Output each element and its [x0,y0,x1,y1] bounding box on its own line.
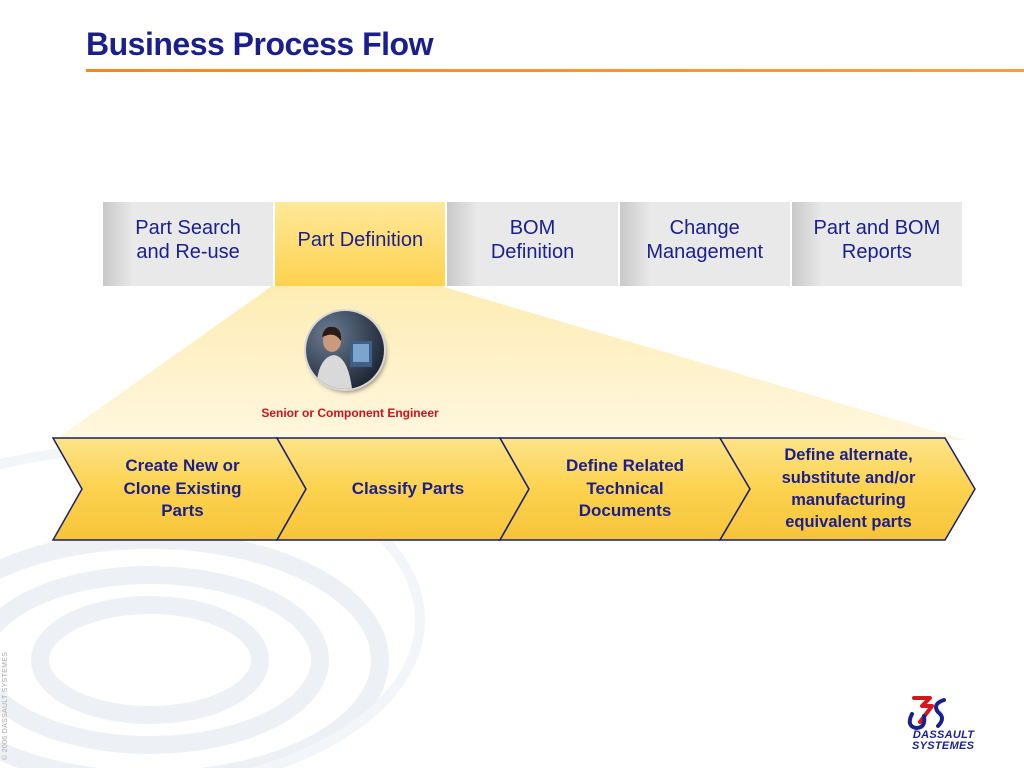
step-classify[interactable]: Classify Parts [351,478,465,498]
step-create-clone[interactable]: Create New or Clone Existing Parts [123,455,242,521]
step-chevron [718,437,976,541]
phase-label: BOM Definition [490,217,575,263]
page-title: Business Process Flow [86,26,433,62]
step-define-documents[interactable]: Define Related Technical Documents [565,455,685,521]
role-label: Senior or Component Engineer [261,406,439,420]
phase-part-definition[interactable]: Part Definition [273,202,446,286]
phase-label: Part Definition [297,229,424,251]
phase-part-search[interactable]: Part Search and Re-use [103,202,274,286]
logo-line: DASSAULT [912,729,975,741]
phase-part-bom-reports[interactable]: Part and BOM Reports [789,202,963,286]
step-define-alternate[interactable]: Define alternate, substitute and/or manu… [781,446,916,532]
phase-label: Part Search and Re-use [135,217,241,263]
3ds-logo-icon [907,696,946,731]
title-underline [86,69,1024,72]
phase-label: Change Management [646,217,764,263]
logo-wordmark: DASSAULT SYSTEMES [912,730,974,752]
engineer-photo-icon [306,311,384,389]
phase-bar: Part Search and Re-use Part Definition B… [103,202,963,286]
phase-label: Part and BOM Reports [813,217,941,263]
copyright-note: © 2006 DASSAULT SYSTEMES [2,651,9,760]
phase-bom-definition[interactable]: BOM Definition [445,202,618,286]
logo-line: SYSTEMES [912,740,975,752]
phase-change-management[interactable]: Change Management [617,202,790,286]
